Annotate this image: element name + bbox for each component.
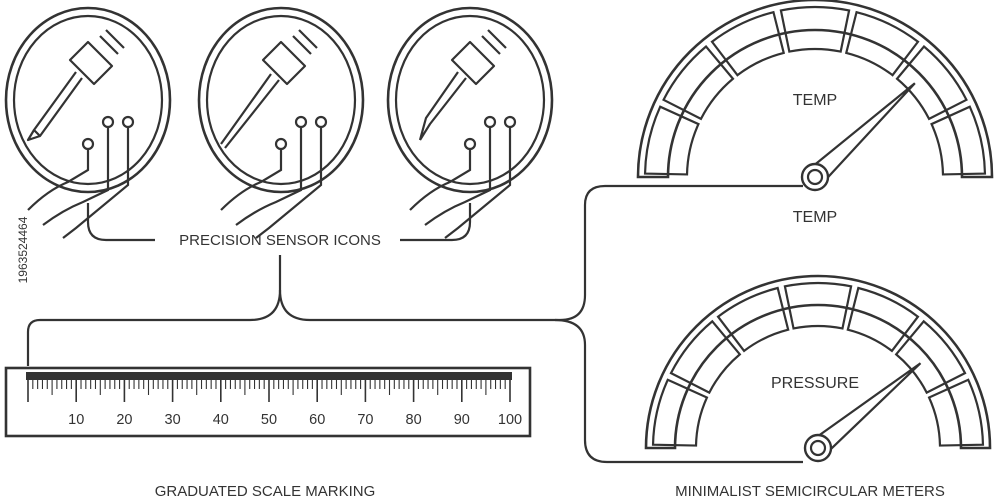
temp-gauge xyxy=(636,0,994,192)
gauge-outline xyxy=(636,0,994,179)
pressure-gauge-inner-label: PRESSURE xyxy=(771,375,859,392)
graduated-ruler: 10 20 30 40 50 60 70 80 90 100 xyxy=(4,366,532,438)
ruler-top-band xyxy=(26,372,512,380)
ruler-caption: GRADUATED SCALE MARKING xyxy=(155,483,376,500)
ruler-label: 90 xyxy=(454,412,470,428)
ruler-label: 80 xyxy=(406,412,422,428)
meters-caption: MINIMALIST SEMICIRCULAR METERS xyxy=(675,483,945,500)
ruler-ticks xyxy=(27,380,511,402)
pressure-gauge xyxy=(644,274,992,463)
gauge-segment xyxy=(662,44,735,121)
gauge-needle xyxy=(817,362,922,451)
ruler-label: 100 xyxy=(498,412,522,428)
gauge-segment xyxy=(846,286,920,353)
gauge-segment xyxy=(710,10,786,77)
gauge-segment xyxy=(894,319,967,395)
ruler-label: 40 xyxy=(213,412,229,428)
ruler-label: 10 xyxy=(68,412,84,428)
temp-gauge-inner-label: TEMP xyxy=(793,92,837,109)
ruler-labels: 10 20 30 40 50 60 70 80 90 100 xyxy=(68,412,522,428)
sensor-icons-caption: PRECISION SENSOR ICONS xyxy=(179,232,381,249)
gauge-outline xyxy=(644,274,992,450)
probe-sensor-icon xyxy=(197,6,365,240)
gauge-segment xyxy=(844,10,920,77)
gauge-segment xyxy=(895,44,968,121)
ruler-body xyxy=(4,366,532,438)
connector-lines xyxy=(26,184,803,464)
gauge-segment xyxy=(669,319,742,395)
gauge-segment xyxy=(930,105,987,176)
ruler-label: 70 xyxy=(357,412,373,428)
gauge-segment xyxy=(779,5,851,53)
watermark-side-id: 1963524464 xyxy=(16,216,30,283)
gauge-segment xyxy=(643,105,700,176)
gauge-hub-inner xyxy=(806,168,824,186)
soldering-iron-sensor-icon xyxy=(4,6,172,240)
gauge-needle xyxy=(813,82,916,180)
gauge-segment xyxy=(927,378,985,447)
temp-gauge-outer-label: TEMP xyxy=(793,209,837,226)
gauge-segment xyxy=(783,281,853,330)
ruler-label: 60 xyxy=(309,412,325,428)
ruler-label: 30 xyxy=(165,412,181,428)
gauge-segment xyxy=(651,378,709,447)
sensor-icons xyxy=(4,6,554,240)
ruler-label: 20 xyxy=(116,412,132,428)
gauge-hub-inner xyxy=(809,439,827,457)
gauge-segment xyxy=(716,286,790,353)
ruler-label: 50 xyxy=(261,412,277,428)
fork-probe-sensor-icon xyxy=(386,6,554,240)
